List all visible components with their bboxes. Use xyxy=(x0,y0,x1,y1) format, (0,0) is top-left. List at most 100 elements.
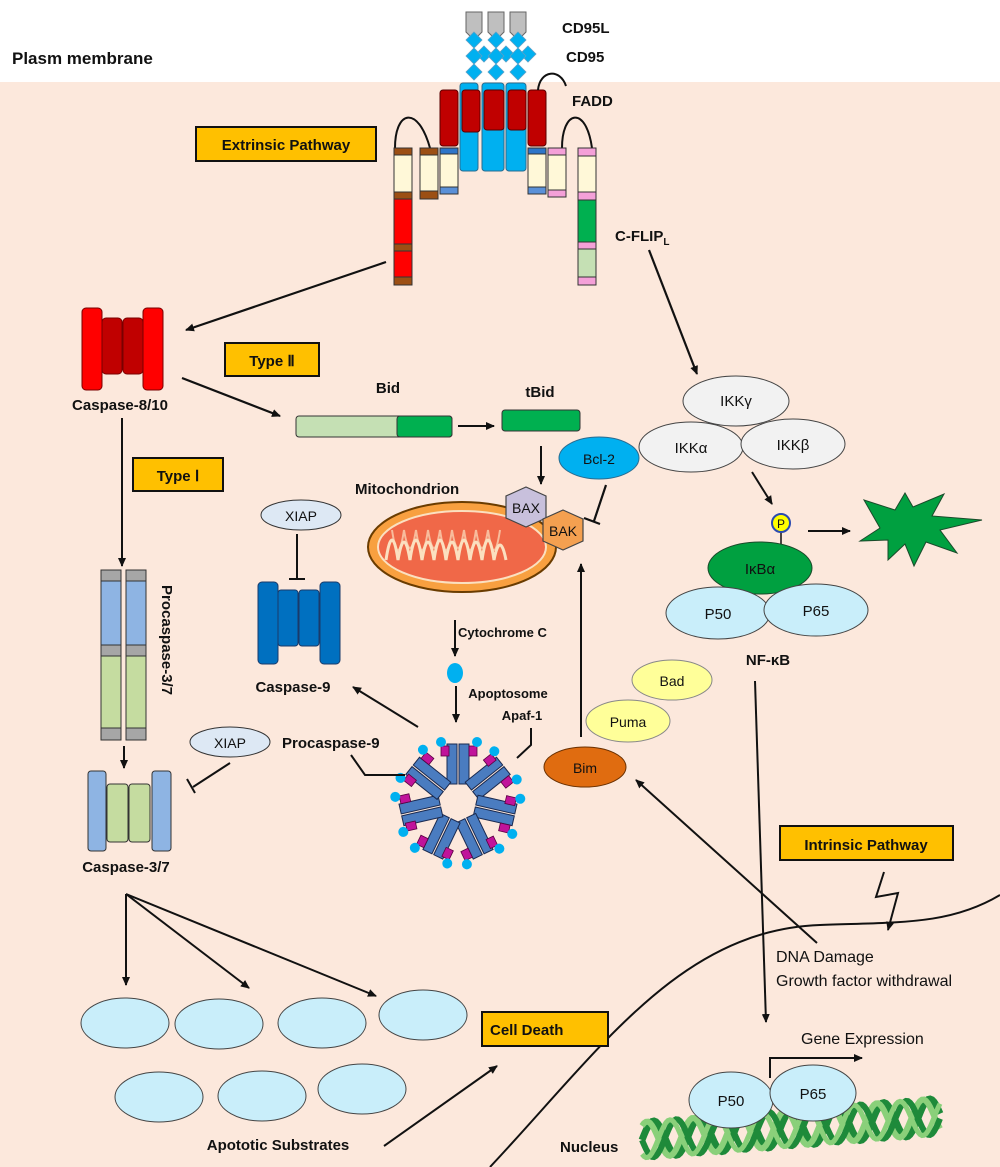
substrate xyxy=(174,998,264,1050)
growth-factor-label: Growth factor withdrawal xyxy=(776,973,952,990)
arrow-caspase8-to-bid xyxy=(181,376,281,418)
p65-cytoplasmic: P65 xyxy=(763,583,869,637)
degradation-burst-icon xyxy=(858,492,983,568)
caspase3-7-protein xyxy=(87,770,172,852)
arrow-dISC-to-caspase8 xyxy=(185,260,387,332)
svg-text:Type Ⅰ: Type Ⅰ xyxy=(157,468,200,485)
dna-strand xyxy=(639,1097,943,1161)
svg-text:IKKγ: IKKγ xyxy=(720,393,752,410)
bcl2-protein: Bcl-2 xyxy=(558,436,640,480)
procaspase9-pointer xyxy=(350,754,405,776)
apaf1-subunit xyxy=(436,737,482,785)
lightning-bolt-icon xyxy=(874,871,900,931)
svg-text:P65: P65 xyxy=(803,603,830,620)
cd95l-label: CD95L xyxy=(562,20,610,37)
svg-text:Bcl-2: Bcl-2 xyxy=(583,451,615,467)
bcl2-inhibition xyxy=(583,484,608,526)
arrow-apoptosome-to-caspase9 xyxy=(352,686,419,728)
tbid-protein xyxy=(501,409,581,432)
apoptosome-label: Apoptosome xyxy=(468,686,547,701)
membrane-label: Plasm membrane xyxy=(12,49,153,68)
apaf1-subunit xyxy=(390,791,444,837)
cflip-loop xyxy=(561,116,593,149)
bid-protein xyxy=(295,415,453,438)
fadd-connector xyxy=(537,72,567,91)
svg-text:XIAP: XIAP xyxy=(285,508,317,524)
arrow-ikk-to-ikba xyxy=(751,471,773,505)
dna-damage-label: DNA Damage xyxy=(776,949,874,966)
svg-text:Bad: Bad xyxy=(660,673,685,689)
svg-text:P: P xyxy=(777,517,785,531)
xiap-caspase9-inhibition xyxy=(289,534,305,580)
svg-text:Cell Death: Cell Death xyxy=(490,1022,563,1039)
procaspase9-label: Procaspase-9 xyxy=(282,735,380,752)
fadd-label: FADD xyxy=(572,93,613,110)
ikba-protein: IκBα xyxy=(707,541,813,595)
ikk-beta: IKKβ xyxy=(740,418,846,470)
apaf1-subunit xyxy=(472,793,526,839)
svg-text:BAK: BAK xyxy=(549,523,578,539)
arrow-nfkb-to-nucleus xyxy=(754,680,770,1023)
substrate xyxy=(317,1063,407,1115)
svg-text:P50: P50 xyxy=(718,1093,745,1110)
arrow-substrates-to-death xyxy=(383,1065,498,1147)
mitochondrion xyxy=(367,501,557,593)
cytochrome-c-molecule xyxy=(447,663,463,683)
bim-protein: Bim xyxy=(543,746,627,788)
apaf1-pointer xyxy=(516,728,532,759)
caspase9-label: Caspase-9 xyxy=(255,679,330,696)
procaspase8-chain xyxy=(393,147,459,286)
p65-nuclear: P65 xyxy=(769,1064,857,1122)
substrate xyxy=(80,997,170,1049)
substrate xyxy=(217,1070,307,1122)
svg-text:Extrinsic Pathway: Extrinsic Pathway xyxy=(222,137,351,154)
intrinsic-pathway-box: Intrinsic Pathway xyxy=(779,825,954,861)
p50-cytoplasmic: P50 xyxy=(665,586,771,640)
xiap-caspase37-inhibition xyxy=(186,762,231,794)
nuclear-envelope xyxy=(489,894,1000,1167)
caspase8-10-protein xyxy=(81,307,164,391)
cflip-chain xyxy=(527,147,597,286)
type1-box: Type Ⅰ xyxy=(132,457,224,492)
cd95-label: CD95 xyxy=(566,49,604,66)
ikk-gamma: IKKγ xyxy=(682,375,790,427)
type2-box: Type Ⅱ xyxy=(224,342,320,377)
tbid-label: tBid xyxy=(525,384,554,401)
gene-expression-arrow xyxy=(769,1054,863,1078)
caspase3-7-label: Caspase-3/7 xyxy=(82,859,170,876)
nucleus-label: Nucleus xyxy=(560,1139,618,1156)
svg-text:P65: P65 xyxy=(800,1086,827,1103)
xiap-top: XIAP xyxy=(260,499,342,531)
caspase9-protein xyxy=(257,581,341,665)
extrinsic-pathway-box: Extrinsic Pathway xyxy=(195,126,377,162)
phosphate-group: P xyxy=(771,513,791,533)
cd95-receptor xyxy=(465,31,537,81)
svg-text:Intrinsic Pathway: Intrinsic Pathway xyxy=(804,837,928,854)
caspase37-to-substrates-arrows xyxy=(122,893,377,997)
fadd-adaptor xyxy=(439,89,547,147)
puma-protein: Puma xyxy=(585,699,671,743)
procaspase3-7-protein xyxy=(100,569,147,741)
dna-strand xyxy=(640,1098,943,1161)
svg-text:Bim: Bim xyxy=(573,760,597,776)
svg-text:IKKα: IKKα xyxy=(675,440,708,457)
caspase8-10-label: Caspase-8/10 xyxy=(72,397,168,414)
bid-label: Bid xyxy=(376,380,400,397)
apaf1-subunit xyxy=(464,746,522,801)
svg-text:BAX: BAX xyxy=(512,500,541,516)
bax-protein: BAX xyxy=(505,486,547,528)
procaspase3-7-label: Procaspase-3/7 xyxy=(158,585,175,695)
cell-death-box: Cell Death xyxy=(481,1011,609,1047)
substrate xyxy=(378,989,468,1041)
xiap-bottom: XIAP xyxy=(189,726,271,758)
apaf1-subunit xyxy=(455,812,505,870)
svg-text:P50: P50 xyxy=(705,606,732,623)
svg-text:XIAP: XIAP xyxy=(214,735,246,751)
arrow-dna-damage-to-bim xyxy=(635,779,818,944)
svg-text:IκBα: IκBα xyxy=(745,561,776,578)
mitochondrion-label: Mitochondrion xyxy=(355,481,459,498)
bak-protein: BAK xyxy=(542,509,584,551)
p50-nuclear: P50 xyxy=(688,1071,774,1129)
